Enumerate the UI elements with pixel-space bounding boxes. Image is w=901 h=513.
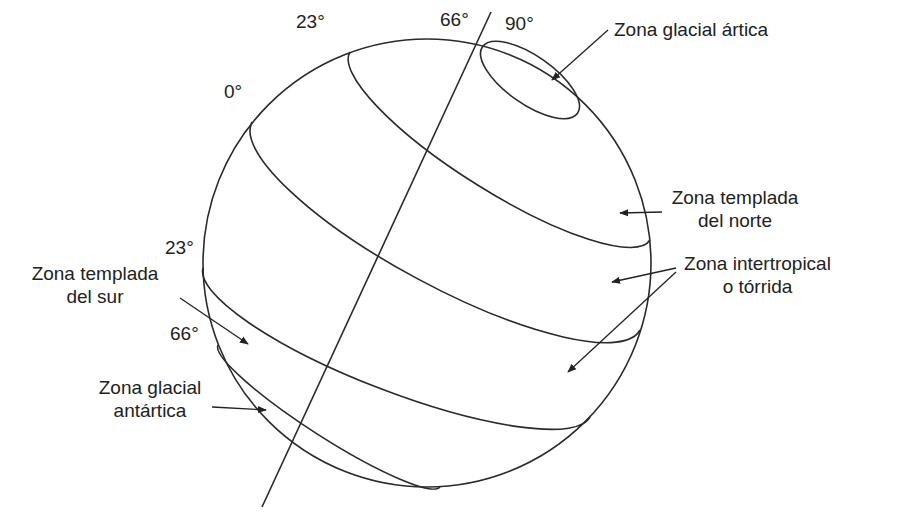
earth-axis — [262, 12, 491, 507]
zone-label: Zona templada del norte — [660, 186, 810, 232]
tropic-north — [348, 52, 650, 248]
leader-arrow — [612, 268, 676, 282]
latitude-label: 66° — [170, 322, 199, 345]
latitude-label: 23° — [165, 236, 194, 259]
zone-label: Zona intertropical o tórrida — [680, 252, 835, 298]
equator — [250, 122, 640, 343]
leader-arrow — [620, 212, 662, 213]
tropic-south — [203, 268, 590, 429]
leader-arrow — [568, 272, 676, 372]
zone-label: Zona glacial ártica — [614, 18, 768, 41]
leader-arrow — [212, 407, 266, 410]
latitude-label: 66° — [440, 8, 469, 31]
latitude-label: 23° — [296, 10, 325, 33]
zone-label: Zona glacial antártica — [75, 376, 225, 422]
antarctic-circle — [218, 345, 440, 489]
latitude-label: 90° — [505, 12, 534, 35]
latitude-label: 0° — [224, 80, 242, 103]
arctic-circle — [469, 27, 592, 133]
zone-label: Zona templada del sur — [20, 262, 170, 308]
leader-arrow — [552, 30, 608, 80]
globe-outline — [203, 39, 651, 487]
